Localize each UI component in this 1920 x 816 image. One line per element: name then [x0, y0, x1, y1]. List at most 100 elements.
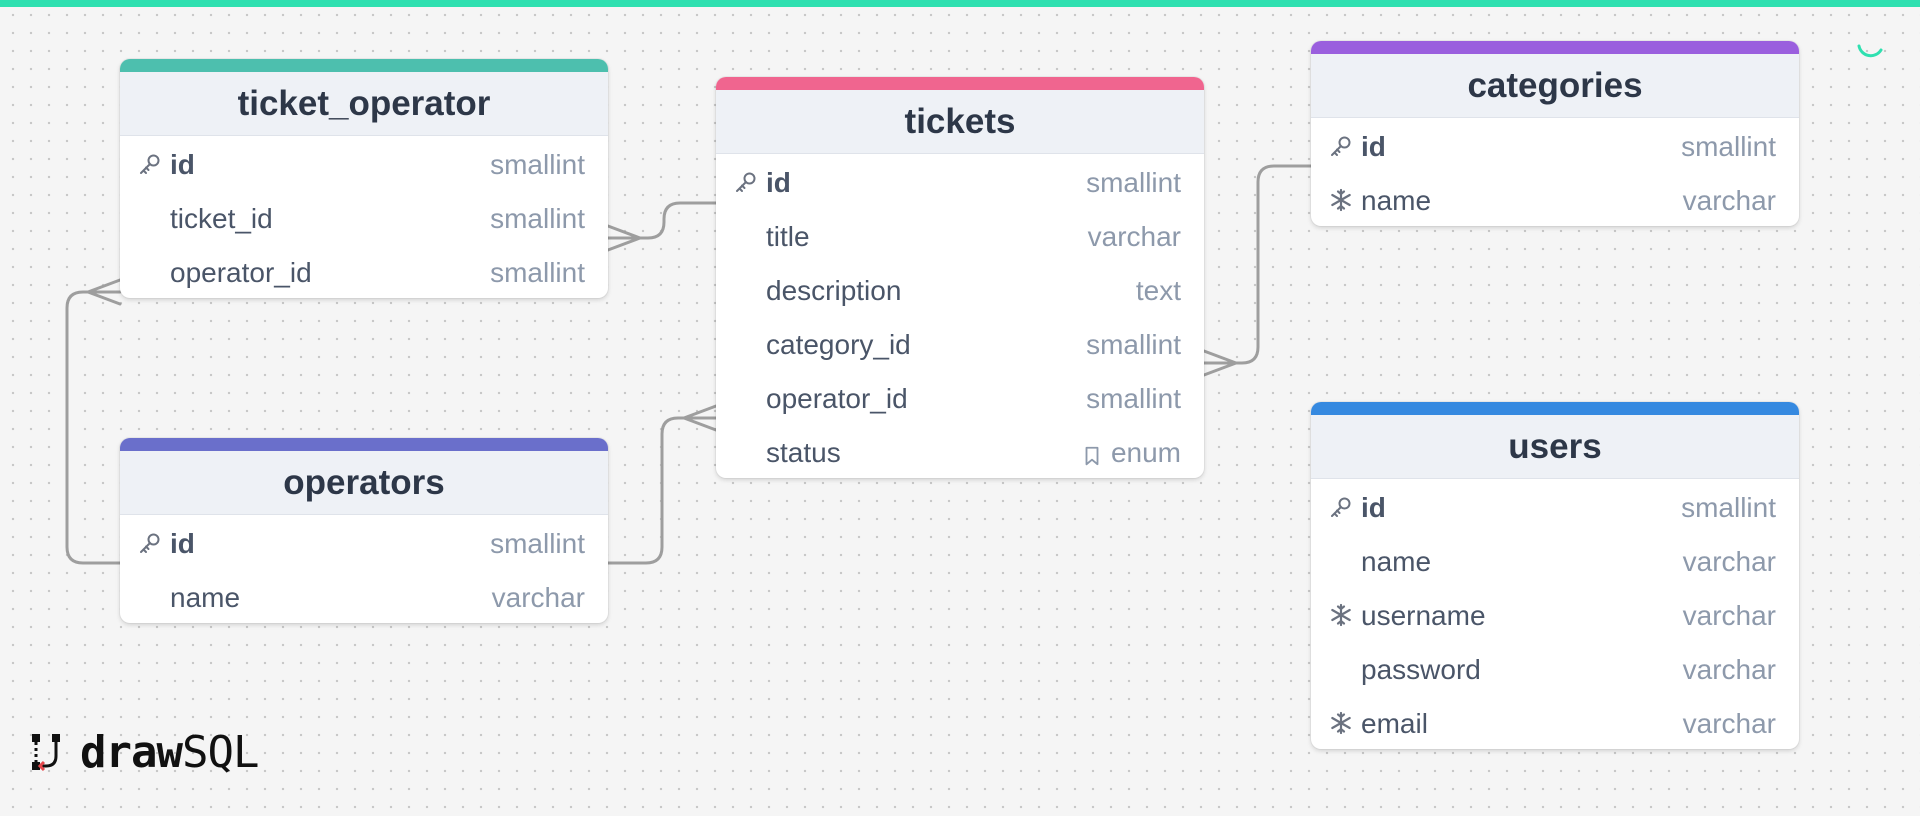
column-type: smallint — [1681, 492, 1776, 524]
column-type: smallint — [1086, 329, 1181, 361]
key-icon — [1329, 133, 1353, 157]
column-row-title[interactable]: title varchar — [716, 208, 1204, 262]
snowflake-icon — [1329, 602, 1353, 627]
column-type: smallint — [490, 149, 585, 181]
bookmark-icon — [1081, 442, 1103, 466]
loading-spinner-icon — [1857, 44, 1883, 58]
column-name: password — [1361, 654, 1481, 685]
column-type-label: smallint — [1681, 492, 1776, 523]
column-type: varchar — [1683, 708, 1776, 740]
crowsfoot-ticket-operator-operator-id — [86, 278, 122, 306]
column-type-label: varchar — [1682, 708, 1776, 739]
table-tickets[interactable]: tickets id smallint title varchar description… — [716, 77, 1204, 478]
column-type-label: varchar — [1087, 221, 1181, 252]
top-accent-bar — [0, 0, 1920, 7]
table-title[interactable]: operators — [120, 451, 608, 515]
column-type: enum — [1081, 437, 1181, 469]
column-type-label: smallint — [1086, 383, 1181, 414]
column-type-label: smallint — [1086, 329, 1181, 360]
key-icon — [734, 169, 758, 193]
column-type: text — [1136, 275, 1181, 307]
column-row-description[interactable]: description text — [716, 262, 1204, 316]
column-name: email — [1361, 708, 1428, 739]
column-name: username — [1361, 600, 1486, 631]
connector-tickets-ticket-operator — [606, 201, 718, 240]
table-title[interactable]: users — [1311, 415, 1799, 479]
table-categories[interactable]: categories id smallint name varchar — [1311, 41, 1799, 226]
column-row-operator-id[interactable]: operator_id smallint — [716, 370, 1204, 424]
connector-operators-tickets — [606, 416, 718, 565]
column-name: operator_id — [766, 383, 908, 414]
column-type: varchar — [1683, 654, 1776, 686]
column-type-label: varchar — [1682, 654, 1776, 685]
column-type: varchar — [1683, 546, 1776, 578]
column-row-username[interactable]: username varchar — [1311, 587, 1799, 641]
column-name: id — [170, 528, 195, 559]
key-icon — [138, 530, 162, 554]
column-name: id — [766, 167, 791, 198]
crowsfoot-tickets-operator-id — [682, 404, 718, 432]
column-name: id — [1361, 131, 1386, 162]
column-type: smallint — [1086, 167, 1181, 199]
column-name: name — [1361, 546, 1432, 577]
column-type: smallint — [490, 203, 585, 235]
column-type-label: varchar — [1682, 546, 1776, 577]
table-accent-bar — [120, 438, 608, 451]
column-type: varchar — [1683, 185, 1776, 217]
column-row-email[interactable]: email varchar — [1311, 695, 1799, 749]
key-icon — [1329, 494, 1353, 518]
column-name: category_id — [766, 329, 911, 360]
logo-text-draw: draw — [80, 726, 183, 778]
column-row-id[interactable]: id smallint — [716, 154, 1204, 208]
column-row-operator-id[interactable]: operator_id smallint — [120, 244, 608, 298]
connector-operators-ticket-operator — [65, 290, 122, 565]
column-type-label: smallint — [1681, 131, 1776, 162]
table-accent-bar — [1311, 41, 1799, 54]
column-name: description — [766, 275, 902, 306]
column-name: id — [1361, 492, 1386, 523]
table-users[interactable]: users id smallint name varchar username varcha… — [1311, 402, 1799, 749]
crowsfoot-ticket-operator-ticket-id — [606, 224, 642, 252]
column-type: varchar — [1088, 221, 1181, 253]
column-type-label: varchar — [491, 582, 585, 613]
key-icon — [138, 151, 162, 175]
column-row-id[interactable]: id smallint — [120, 515, 608, 569]
column-type-label: varchar — [1682, 600, 1776, 631]
column-type: smallint — [1086, 383, 1181, 415]
column-type-label: smallint — [490, 257, 585, 288]
column-type-label: text — [1135, 275, 1181, 306]
table-accent-bar — [716, 77, 1204, 90]
column-type-label: smallint — [1086, 167, 1181, 198]
column-name: status — [766, 437, 841, 468]
column-row-password[interactable]: password varchar — [1311, 641, 1799, 695]
logo-text-sql: SQL — [181, 726, 259, 778]
column-type: smallint — [1681, 131, 1776, 163]
column-name: ticket_id — [170, 203, 273, 234]
crowsfoot-tickets-category-id — [1202, 349, 1238, 377]
column-name: name — [1361, 185, 1432, 216]
column-row-ticket-id[interactable]: ticket_id smallint — [120, 190, 608, 244]
column-type-label: smallint — [490, 528, 585, 559]
table-title[interactable]: categories — [1311, 54, 1799, 118]
table-title[interactable]: ticket_operator — [120, 72, 608, 136]
column-row-id[interactable]: id smallint — [1311, 118, 1799, 172]
column-row-name[interactable]: name varchar — [1311, 533, 1799, 587]
table-title[interactable]: tickets — [716, 90, 1204, 154]
column-type: varchar — [1683, 600, 1776, 632]
column-name: title — [766, 221, 810, 252]
column-row-status[interactable]: status enum — [716, 424, 1204, 478]
column-type-label: varchar — [1682, 185, 1776, 216]
column-row-name[interactable]: name varchar — [1311, 172, 1799, 226]
column-type: varchar — [492, 582, 585, 614]
column-type: smallint — [490, 257, 585, 289]
column-row-id[interactable]: id smallint — [1311, 479, 1799, 533]
snowflake-icon — [1329, 187, 1353, 212]
connector-categories-tickets — [1202, 164, 1313, 365]
column-row-category-id[interactable]: category_id smallint — [716, 316, 1204, 370]
column-name: operator_id — [170, 257, 312, 288]
